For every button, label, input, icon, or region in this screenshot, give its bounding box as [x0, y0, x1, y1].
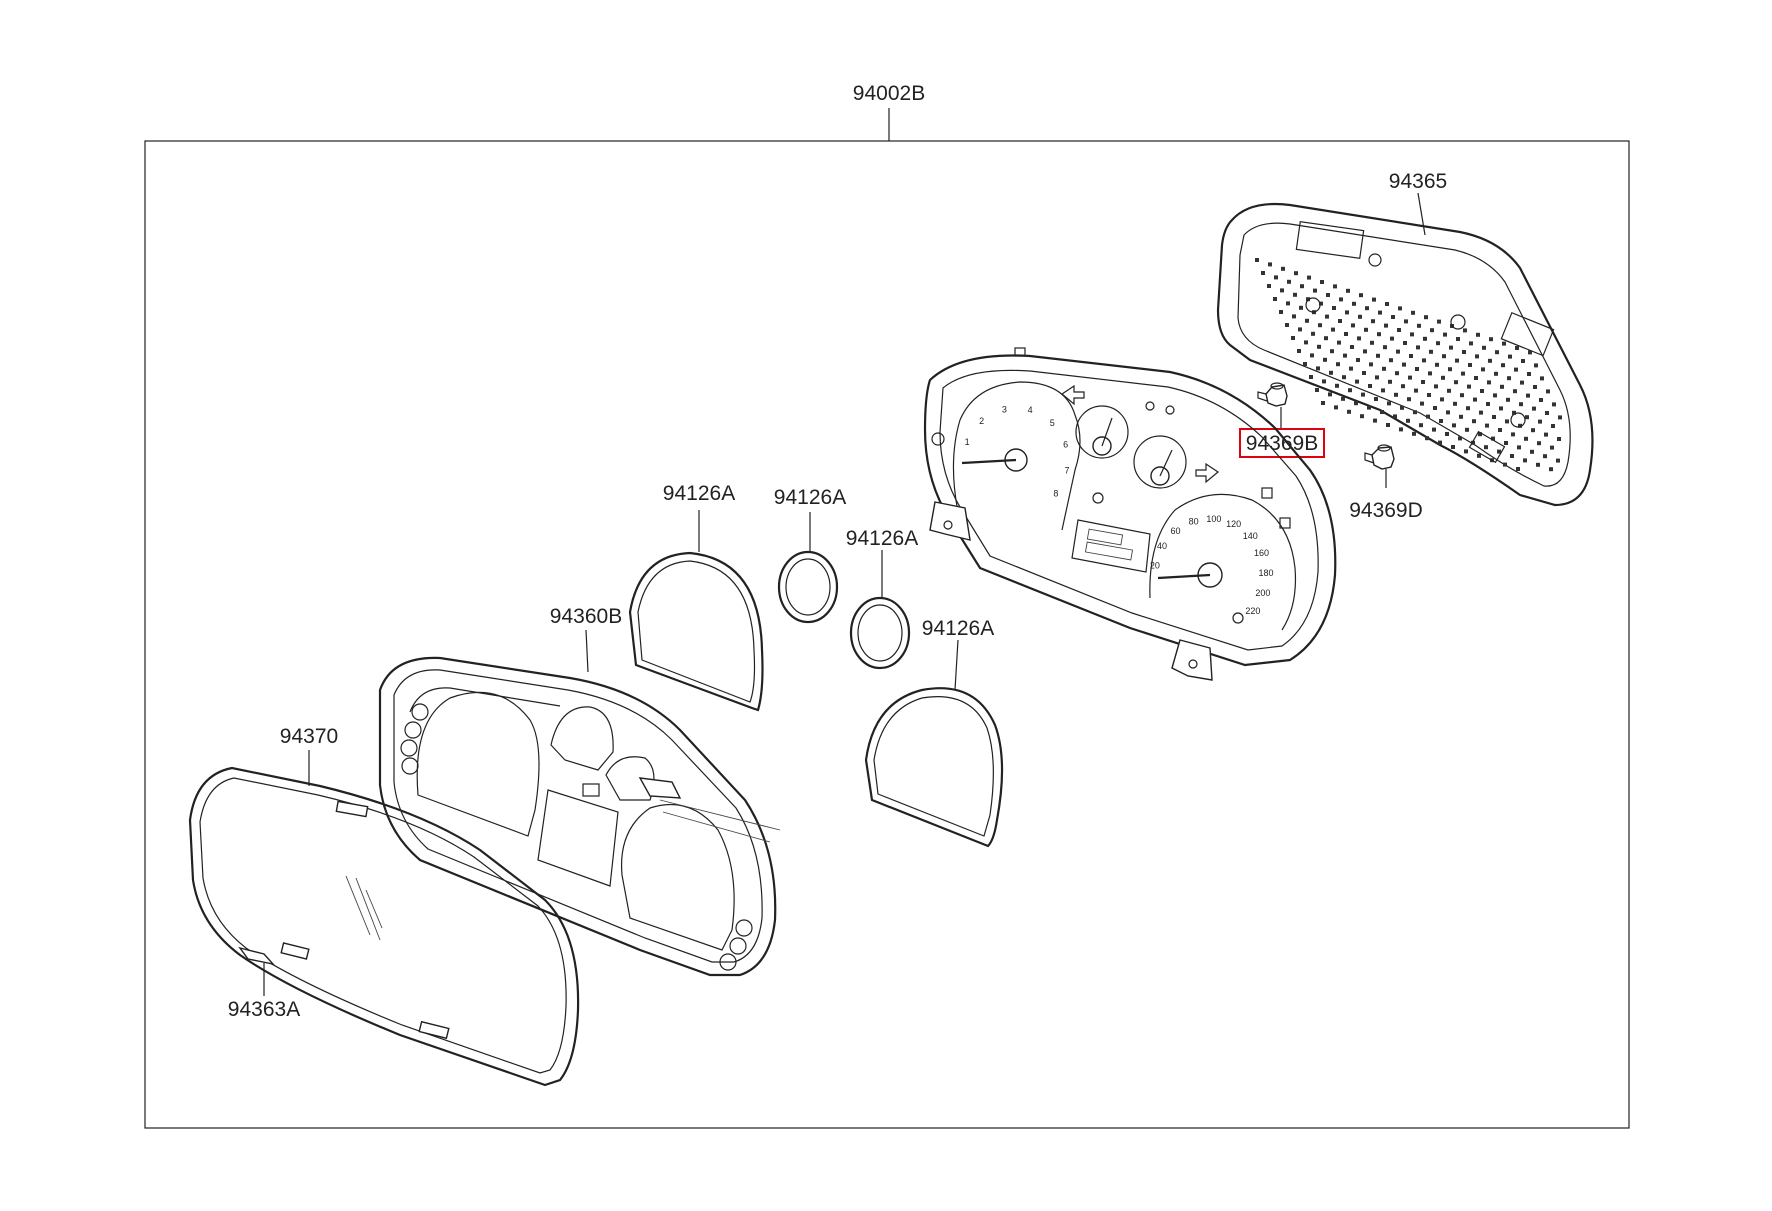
bulb-b-part[interactable]: [1257, 382, 1288, 407]
dial-number: 180: [1258, 568, 1273, 578]
label-gasket-4[interactable]: 94126A: [922, 617, 994, 640]
gasket-2-part[interactable]: [777, 550, 839, 624]
label-assembly[interactable]: 94002B: [853, 82, 925, 105]
dial-number: 160: [1254, 548, 1269, 558]
label-gasket-3[interactable]: 94126A: [846, 527, 918, 550]
dial-number: 200: [1255, 588, 1270, 598]
dial-number: 5: [1050, 418, 1055, 428]
highlight-box: [1239, 428, 1325, 458]
dial-number: 60: [1171, 526, 1181, 536]
leader-gasket-4: [954, 639, 959, 691]
gasket-3-part[interactable]: [849, 596, 911, 670]
bulb-d-part[interactable]: [1364, 444, 1395, 470]
assembly-frame: [144, 108, 1630, 1129]
label-bulb-b[interactable]: 94369B: [1246, 432, 1318, 455]
label-gasket-2[interactable]: 94126A: [774, 486, 846, 509]
gasket-4-part[interactable]: [864, 687, 1004, 848]
label-glass-cover[interactable]: 94370: [280, 725, 338, 748]
dial-number: 1: [965, 437, 970, 447]
dial-number: 140: [1243, 531, 1258, 541]
leader-94360B: [585, 629, 589, 673]
dial-number: 6: [1063, 440, 1068, 450]
dial-number: 220: [1245, 606, 1260, 616]
tape-part[interactable]: [238, 946, 275, 966]
dial-number: 20: [1150, 560, 1160, 570]
rear-cover-vent-grid: [1255, 258, 1562, 472]
dial-number: 40: [1157, 541, 1167, 551]
rear-cover-part[interactable]: [1216, 202, 1594, 507]
dial-number: 7: [1064, 465, 1069, 475]
dial-number: 100: [1206, 514, 1221, 524]
label-tape[interactable]: 94363A: [228, 998, 300, 1021]
label-rear-cover[interactable]: 94365: [1389, 170, 1447, 193]
label-bulb-d[interactable]: 94369D: [1349, 499, 1423, 522]
dial-number: 2: [979, 416, 984, 426]
label-front-bezel[interactable]: 94360B: [550, 605, 622, 628]
tachometer-dial: 1 2 3 4 5 6 7 8: [965, 404, 1070, 498]
leader-94365: [1417, 192, 1426, 236]
dial-number: 120: [1226, 519, 1241, 529]
dial-number: 3: [1002, 404, 1007, 414]
dial-number: 80: [1189, 516, 1199, 526]
gasket-1-part[interactable]: [628, 551, 764, 712]
dial-number: 4: [1028, 405, 1033, 415]
front-bezel-part[interactable]: [378, 656, 781, 977]
glass-cover-part[interactable]: [188, 766, 580, 1087]
label-gasket-1[interactable]: 94126A: [663, 482, 735, 505]
dial-number: 8: [1053, 488, 1058, 498]
